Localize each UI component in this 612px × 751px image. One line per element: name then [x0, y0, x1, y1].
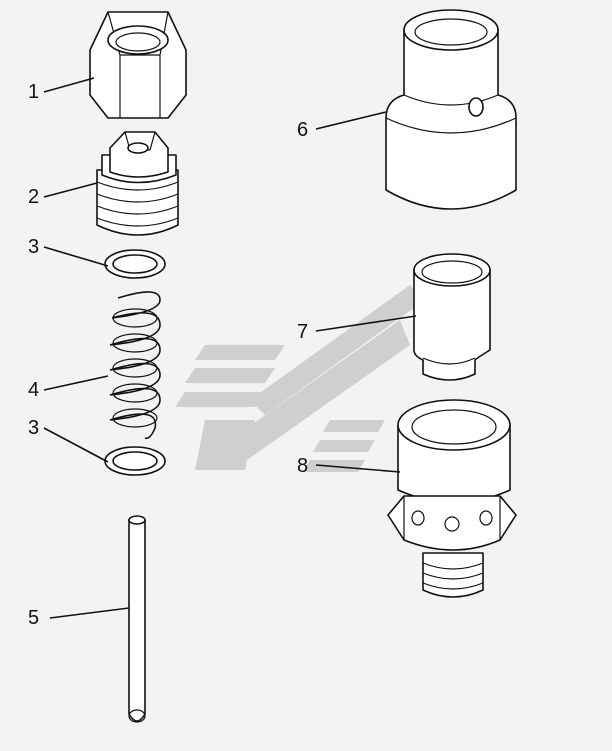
part-5-pin	[128, 515, 146, 723]
leader-3a	[43, 246, 109, 267]
part-2-threaded-plug	[96, 131, 179, 236]
callout-5: 5	[28, 607, 40, 629]
part-8-fitting	[387, 399, 517, 598]
leader-8	[315, 464, 401, 473]
leader-1	[43, 77, 95, 93]
callout-3-lower: 3	[28, 417, 40, 439]
part-1-hex-nut	[89, 11, 187, 119]
callout-8: 8	[297, 455, 309, 477]
part-7-sleeve	[413, 253, 491, 381]
callout-2: 2	[28, 186, 40, 208]
part-3-washer-lower	[104, 446, 166, 476]
part-6-body	[385, 9, 517, 210]
leader-3b	[43, 427, 109, 463]
watermark-logo	[175, 285, 425, 472]
part-3-washer-upper	[104, 249, 166, 279]
callout-7: 7	[297, 321, 309, 343]
leader-5	[49, 607, 130, 619]
leader-4	[43, 375, 109, 391]
part-4-spring	[109, 291, 161, 440]
callout-6: 6	[297, 119, 309, 141]
leader-lines	[43, 77, 417, 619]
leader-7	[315, 315, 417, 332]
leader-2	[43, 182, 98, 198]
callout-1: 1	[28, 81, 40, 103]
leader-6	[315, 111, 387, 130]
callout-3-upper: 3	[28, 236, 40, 258]
callout-4: 4	[28, 379, 40, 401]
